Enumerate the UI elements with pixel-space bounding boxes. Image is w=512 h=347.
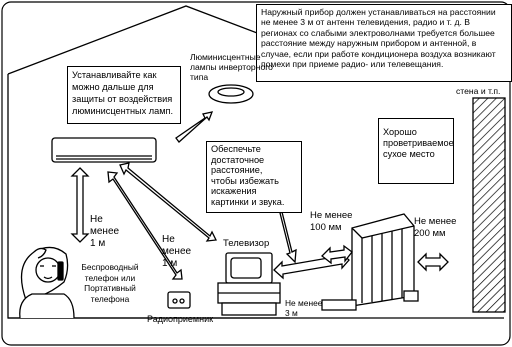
tv-graphic [217, 252, 281, 316]
notice-picture-distortion: Обеспечьте достаточное расстояние, чтобы… [206, 141, 302, 213]
radio-graphic [167, 291, 191, 309]
distance-arrows [70, 111, 449, 280]
roof-line [7, 5, 266, 75]
notice-antenna-distance: Наружный прибор должен устанавливаться н… [256, 4, 512, 82]
arrow-200mm [417, 252, 449, 272]
phone-label: Беспроводный телефон или Портативный тел… [81, 262, 139, 304]
lamp-label: Люминисцентные лампы инверторного типа [190, 52, 273, 82]
min-200mm-label: Не менее 200 мм [414, 216, 457, 239]
indoor-unit-graphic [51, 137, 157, 163]
arrow-vertical-1m [70, 167, 90, 243]
min-1m-mid-label: Не менее 1 м [162, 234, 192, 269]
arrow-ac-radio [107, 171, 183, 280]
tv-label: Телевизор [223, 238, 270, 249]
arrow-callout-pointer [279, 211, 297, 264]
min-1m-left-label: Не менее 1 м [90, 214, 120, 249]
lamp-inner [217, 87, 245, 97]
notice-ventilated-place: Хорошо проветриваемое сухое место [378, 118, 454, 184]
wall-label: стена и т.п. [456, 86, 501, 96]
arrow-ac-tv [119, 162, 217, 242]
arrow-100mm [321, 244, 353, 265]
arrow-ac-lamp [175, 111, 214, 143]
notice-fluorescent: Устанавливайте как можно дальше для защи… [67, 66, 181, 124]
radio-label: Радиоприемник [147, 314, 214, 324]
person-graphic [19, 246, 75, 319]
outdoor-unit-graphic [321, 213, 419, 311]
min-100mm-label: Не менее 100 мм [310, 210, 353, 233]
min-3m-label: Не менее 3 м [285, 298, 323, 318]
hatched-wall [472, 97, 506, 313]
